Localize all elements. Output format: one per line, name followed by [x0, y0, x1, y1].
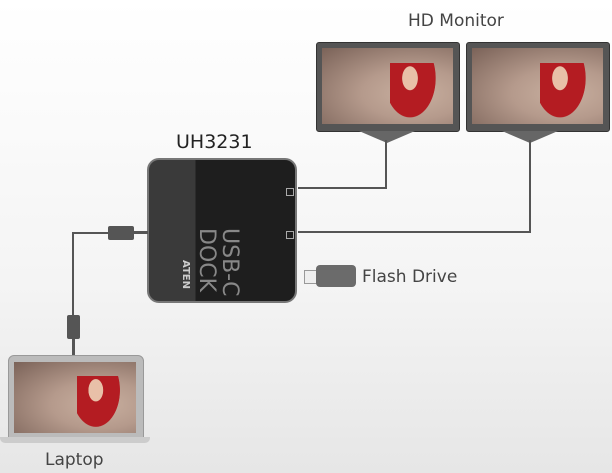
usb-c-dock: USB-C DOCK ATEN	[147, 158, 297, 303]
hdmi-cable-1	[385, 140, 387, 189]
flash-drive-label: Flash Drive	[362, 267, 458, 287]
laptop-label: Laptop	[45, 450, 104, 470]
hdmi-port-icon	[286, 188, 294, 196]
aten-logo: ATEN	[180, 260, 191, 289]
hdmi-cable-2b	[298, 231, 531, 233]
hdmi-port-icon	[286, 231, 294, 239]
hdmi-cable-1b	[298, 187, 387, 189]
dock-model-label: UH3231	[176, 131, 253, 153]
dock-text-1: USB-C	[217, 228, 242, 297]
hd-monitor-label: HD Monitor	[408, 11, 504, 31]
hdmi-cable-2	[529, 140, 531, 233]
dock-text-2: DOCK	[194, 228, 219, 293]
